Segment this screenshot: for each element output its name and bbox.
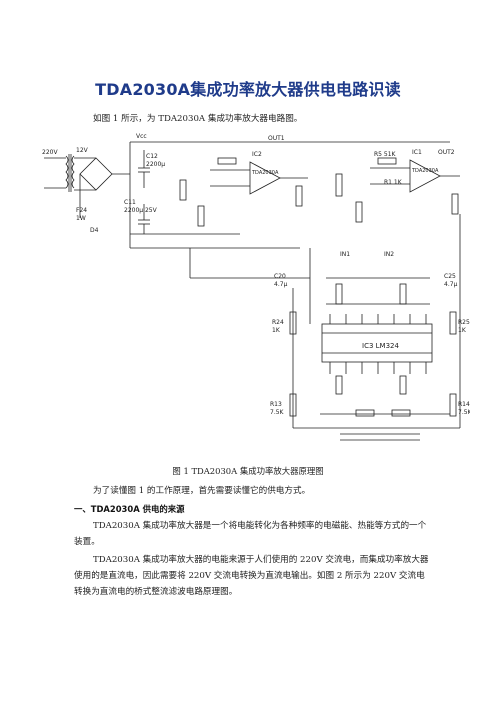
svg-text:C25: C25: [444, 273, 456, 280]
svg-text:IN1: IN1: [340, 251, 350, 258]
svg-text:12V: 12V: [76, 147, 89, 154]
svg-text:1K: 1K: [272, 327, 281, 334]
svg-text:R1 1K: R1 1K: [384, 179, 403, 186]
section-paragraph-2: TDA2030A 集成功率放大器的电能来源于人们使用的 220V 交流电，而集成…: [74, 555, 429, 597]
svg-text:C12: C12: [146, 153, 158, 160]
svg-text:7.5K: 7.5K: [458, 409, 470, 416]
svg-text:OUT2: OUT2: [438, 149, 455, 156]
svg-text:IN2: IN2: [384, 251, 394, 258]
intro-paragraph: 如图 1 所示，为 TDA2030A 集成功率放大器电路图。: [93, 114, 303, 124]
svg-text:R13: R13: [270, 401, 282, 408]
figure-caption: 图 1 TDA2030A 集成功率放大器原理图: [172, 466, 324, 476]
svg-text:C11: C11: [124, 199, 136, 206]
svg-text:IC2: IC2: [252, 151, 262, 158]
svg-text:2200μ: 2200μ: [146, 161, 165, 168]
svg-text:TDA2030A: TDA2030A: [411, 168, 439, 174]
page-title: TDA2030A集成功率放大器供电电路识读: [95, 80, 401, 99]
svg-text:4.7μ: 4.7μ: [274, 281, 288, 288]
svg-text:1W: 1W: [76, 215, 86, 222]
svg-text:R24: R24: [272, 319, 284, 326]
svg-text:C20: C20: [274, 273, 286, 280]
svg-text:OUT1: OUT1: [268, 135, 285, 142]
section-heading: 一、TDA2030A 供电的来源: [74, 504, 185, 514]
svg-text:IC1: IC1: [412, 149, 422, 156]
section-paragraph-1: TDA2030A 集成功率放大器是一个将电能转化为各种频率的电磁能、热能等方式的…: [74, 521, 427, 547]
svg-text:1K: 1K: [458, 327, 467, 334]
svg-text:F24: F24: [76, 207, 87, 214]
svg-text:4.7μ: 4.7μ: [444, 281, 458, 288]
svg-text:R5 51K: R5 51K: [374, 151, 397, 158]
svg-text:2200μ 25V: 2200μ 25V: [124, 207, 158, 214]
svg-text:Vcc: Vcc: [136, 133, 147, 140]
svg-text:IC3 LM324: IC3 LM324: [362, 342, 399, 350]
svg-text:R14: R14: [458, 401, 470, 408]
circuit-schematic: 220V 12V Vcc C11 2200μ 25V C12 2200μ IC2…: [42, 133, 470, 441]
svg-text:TDA2030A: TDA2030A: [251, 170, 279, 176]
svg-text:R25: R25: [458, 319, 470, 326]
svg-text:7.5K: 7.5K: [270, 409, 285, 416]
svg-text:220V: 220V: [42, 149, 58, 156]
svg-text:D4: D4: [90, 227, 99, 234]
paragraph-after-figure: 为了读懂图 1 的工作原理，首先需要读懂它的供电方式。: [93, 486, 311, 496]
